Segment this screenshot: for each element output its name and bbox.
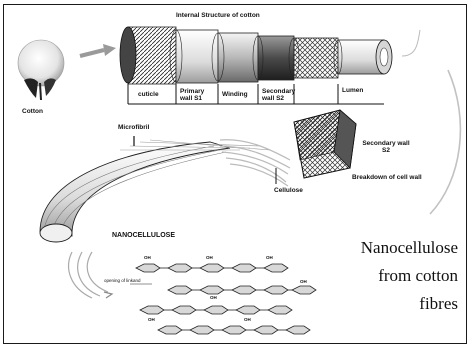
diagram-title: Internal Structure of cotton	[176, 13, 260, 20]
opening-label: opening of linkand	[104, 279, 141, 284]
cellulose-label: Cellulose	[274, 188, 303, 195]
arrow-icon	[80, 44, 116, 56]
oh-label: OH	[244, 318, 251, 323]
primary-wall-label: Primary wall S1	[180, 88, 210, 102]
microfibril-bundle	[40, 136, 290, 242]
breakdown-label: Breakdown of cell wall	[352, 175, 422, 182]
caption-line-1: Nanocellulose	[361, 238, 458, 258]
oh-label: OH	[206, 256, 213, 261]
cuticle-label: cuticle	[138, 92, 159, 99]
cotton-fiber-cross-section	[120, 27, 420, 84]
caption-line-3: fibres	[419, 294, 458, 314]
lumen-label: Lumen	[342, 88, 363, 95]
nanocellulose-label: NANOCELLULOSE	[112, 232, 175, 239]
arrow-icon	[430, 70, 460, 214]
cotton-boll-icon	[18, 40, 64, 100]
cellulose-chain-molecule	[130, 264, 316, 334]
winding-label: Winding	[222, 92, 248, 99]
oh-label: OH	[144, 256, 151, 261]
oh-label: OH	[300, 280, 307, 285]
oh-label: OH	[266, 256, 273, 261]
cotton-label: Cotton	[22, 109, 43, 116]
secondary-wall-callout: Secondary wall S2	[360, 140, 412, 154]
secondary-wall-block	[294, 110, 356, 178]
oh-label: OH	[148, 318, 155, 323]
arrow-icon	[69, 252, 112, 298]
secondary-wall-label: Secondary wall S2	[262, 88, 302, 102]
caption-line-2: from cotton	[378, 266, 458, 286]
oh-label: OH	[210, 296, 217, 301]
microfibril-label: Microfibril	[118, 125, 149, 132]
